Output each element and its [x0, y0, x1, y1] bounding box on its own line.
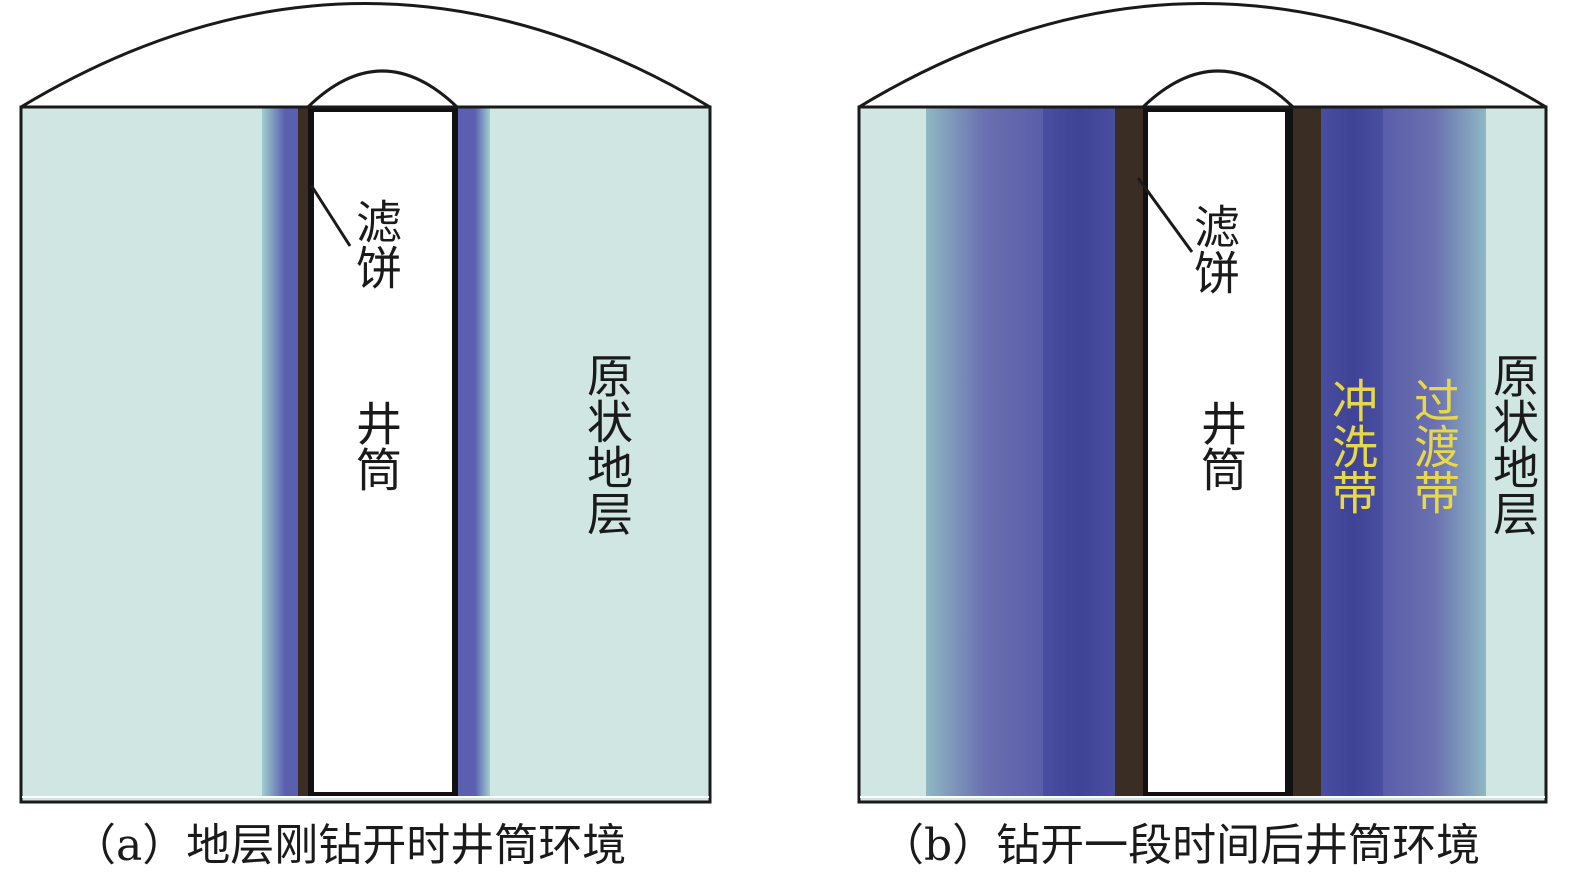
- mudcake-leader-line: [1136, 177, 1194, 253]
- panel-b-frame: [857, 105, 1548, 804]
- mudcake-left: [298, 107, 308, 797]
- transition-zone-left: [926, 107, 1043, 797]
- flushed-zone-left: [285, 107, 298, 797]
- formation-arc: [858, 2, 1547, 109]
- label-formation-b: 原状地层: [1486, 352, 1540, 536]
- formation-arc: [20, 2, 711, 109]
- flushed-zone-left: [1043, 107, 1115, 797]
- label-wellbore-a: 井筒: [349, 400, 403, 492]
- well-top-arc: [306, 69, 459, 109]
- mudcake-left: [1115, 107, 1143, 797]
- panel-a-frame: [19, 105, 712, 804]
- invaded-zone-left: [262, 107, 285, 797]
- transition-zone-right: [1383, 107, 1486, 797]
- label-formation-a: 原状地层: [580, 352, 634, 536]
- mudcake-leader-line: [309, 184, 352, 247]
- flushed-zone-right: [1321, 107, 1383, 797]
- panel-a: [19, 2, 712, 804]
- panel-b: [857, 2, 1548, 804]
- flushed-zone-right: [458, 107, 475, 797]
- label-wellbore-b: 井筒: [1194, 400, 1248, 492]
- well-top-arc: [1141, 69, 1295, 109]
- label-mudcake-a: 滤饼: [349, 198, 403, 290]
- caption-b: （b）钻开一段时间后井筒环境: [880, 820, 1481, 871]
- invaded-zone-right: [475, 107, 490, 797]
- label-flushed-zone: 冲洗带: [1325, 377, 1379, 515]
- caption-a: （a）地层刚钻开时井筒环境: [72, 820, 627, 871]
- label-mudcake-b: 滤饼: [1187, 203, 1241, 295]
- mudcake-right: [1293, 107, 1321, 797]
- label-transition-zone: 过渡带: [1407, 377, 1461, 515]
